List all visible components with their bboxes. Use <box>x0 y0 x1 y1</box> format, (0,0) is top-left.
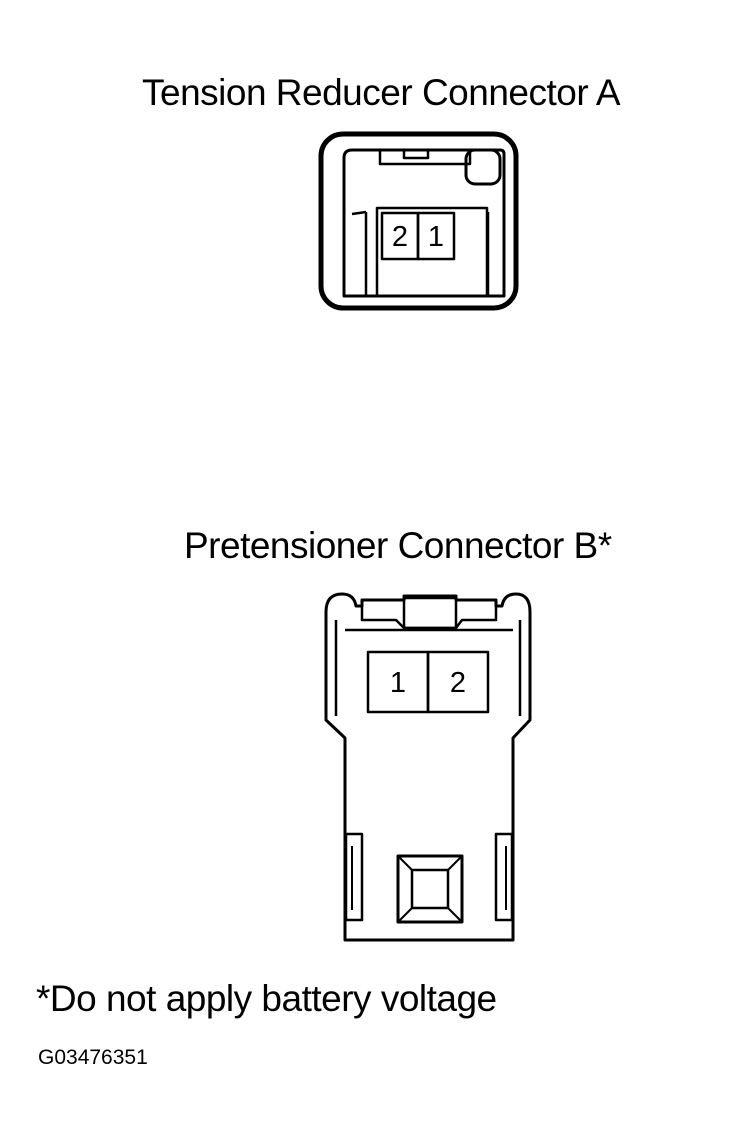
connector-b-housing <box>324 592 532 942</box>
connector-b-latch <box>402 596 458 630</box>
connector-a-housing <box>318 131 519 311</box>
connector-b-pin-box-2 <box>426 650 490 714</box>
connector-b-top-lip <box>360 606 498 630</box>
connector-a-pin-label: 2 <box>392 221 408 253</box>
connector-b-left-slot <box>344 832 364 922</box>
figure-id: G03476351 <box>38 1046 148 1069</box>
connector-a-drawing <box>318 131 519 311</box>
connector-b-lock-bevel <box>447 855 463 871</box>
connector-b-lock-bevel <box>397 855 413 871</box>
connector-a-latch-tab <box>402 148 430 160</box>
connector-b-right-slot <box>494 832 514 922</box>
connector-b-lock-inner <box>410 868 450 910</box>
battery-warning-note: *Do not apply battery voltage <box>36 978 497 1019</box>
connector-a-inner-face <box>342 148 506 298</box>
connector-a-latch <box>378 150 472 166</box>
connector-b-lock-outer <box>396 854 464 924</box>
connector-b-title: Pretensioner Connector B* <box>184 525 612 566</box>
connector-a-pin-block <box>375 206 489 298</box>
connector-a-title: Tension Reducer Connector A <box>142 72 621 113</box>
connector-a-key <box>464 148 502 186</box>
connector-b-lock-bevel <box>447 907 463 923</box>
connector-b-pin-label: 2 <box>450 667 466 699</box>
connector-b-drawing <box>324 592 532 942</box>
connector-a-left-rail-edge <box>351 210 367 216</box>
connector-a-pin-label: 1 <box>428 221 444 253</box>
connector-a-pin-box-2 <box>416 211 456 261</box>
connector-b-lock-bevel <box>397 907 413 923</box>
connector-b-pin-label: 1 <box>390 667 406 699</box>
